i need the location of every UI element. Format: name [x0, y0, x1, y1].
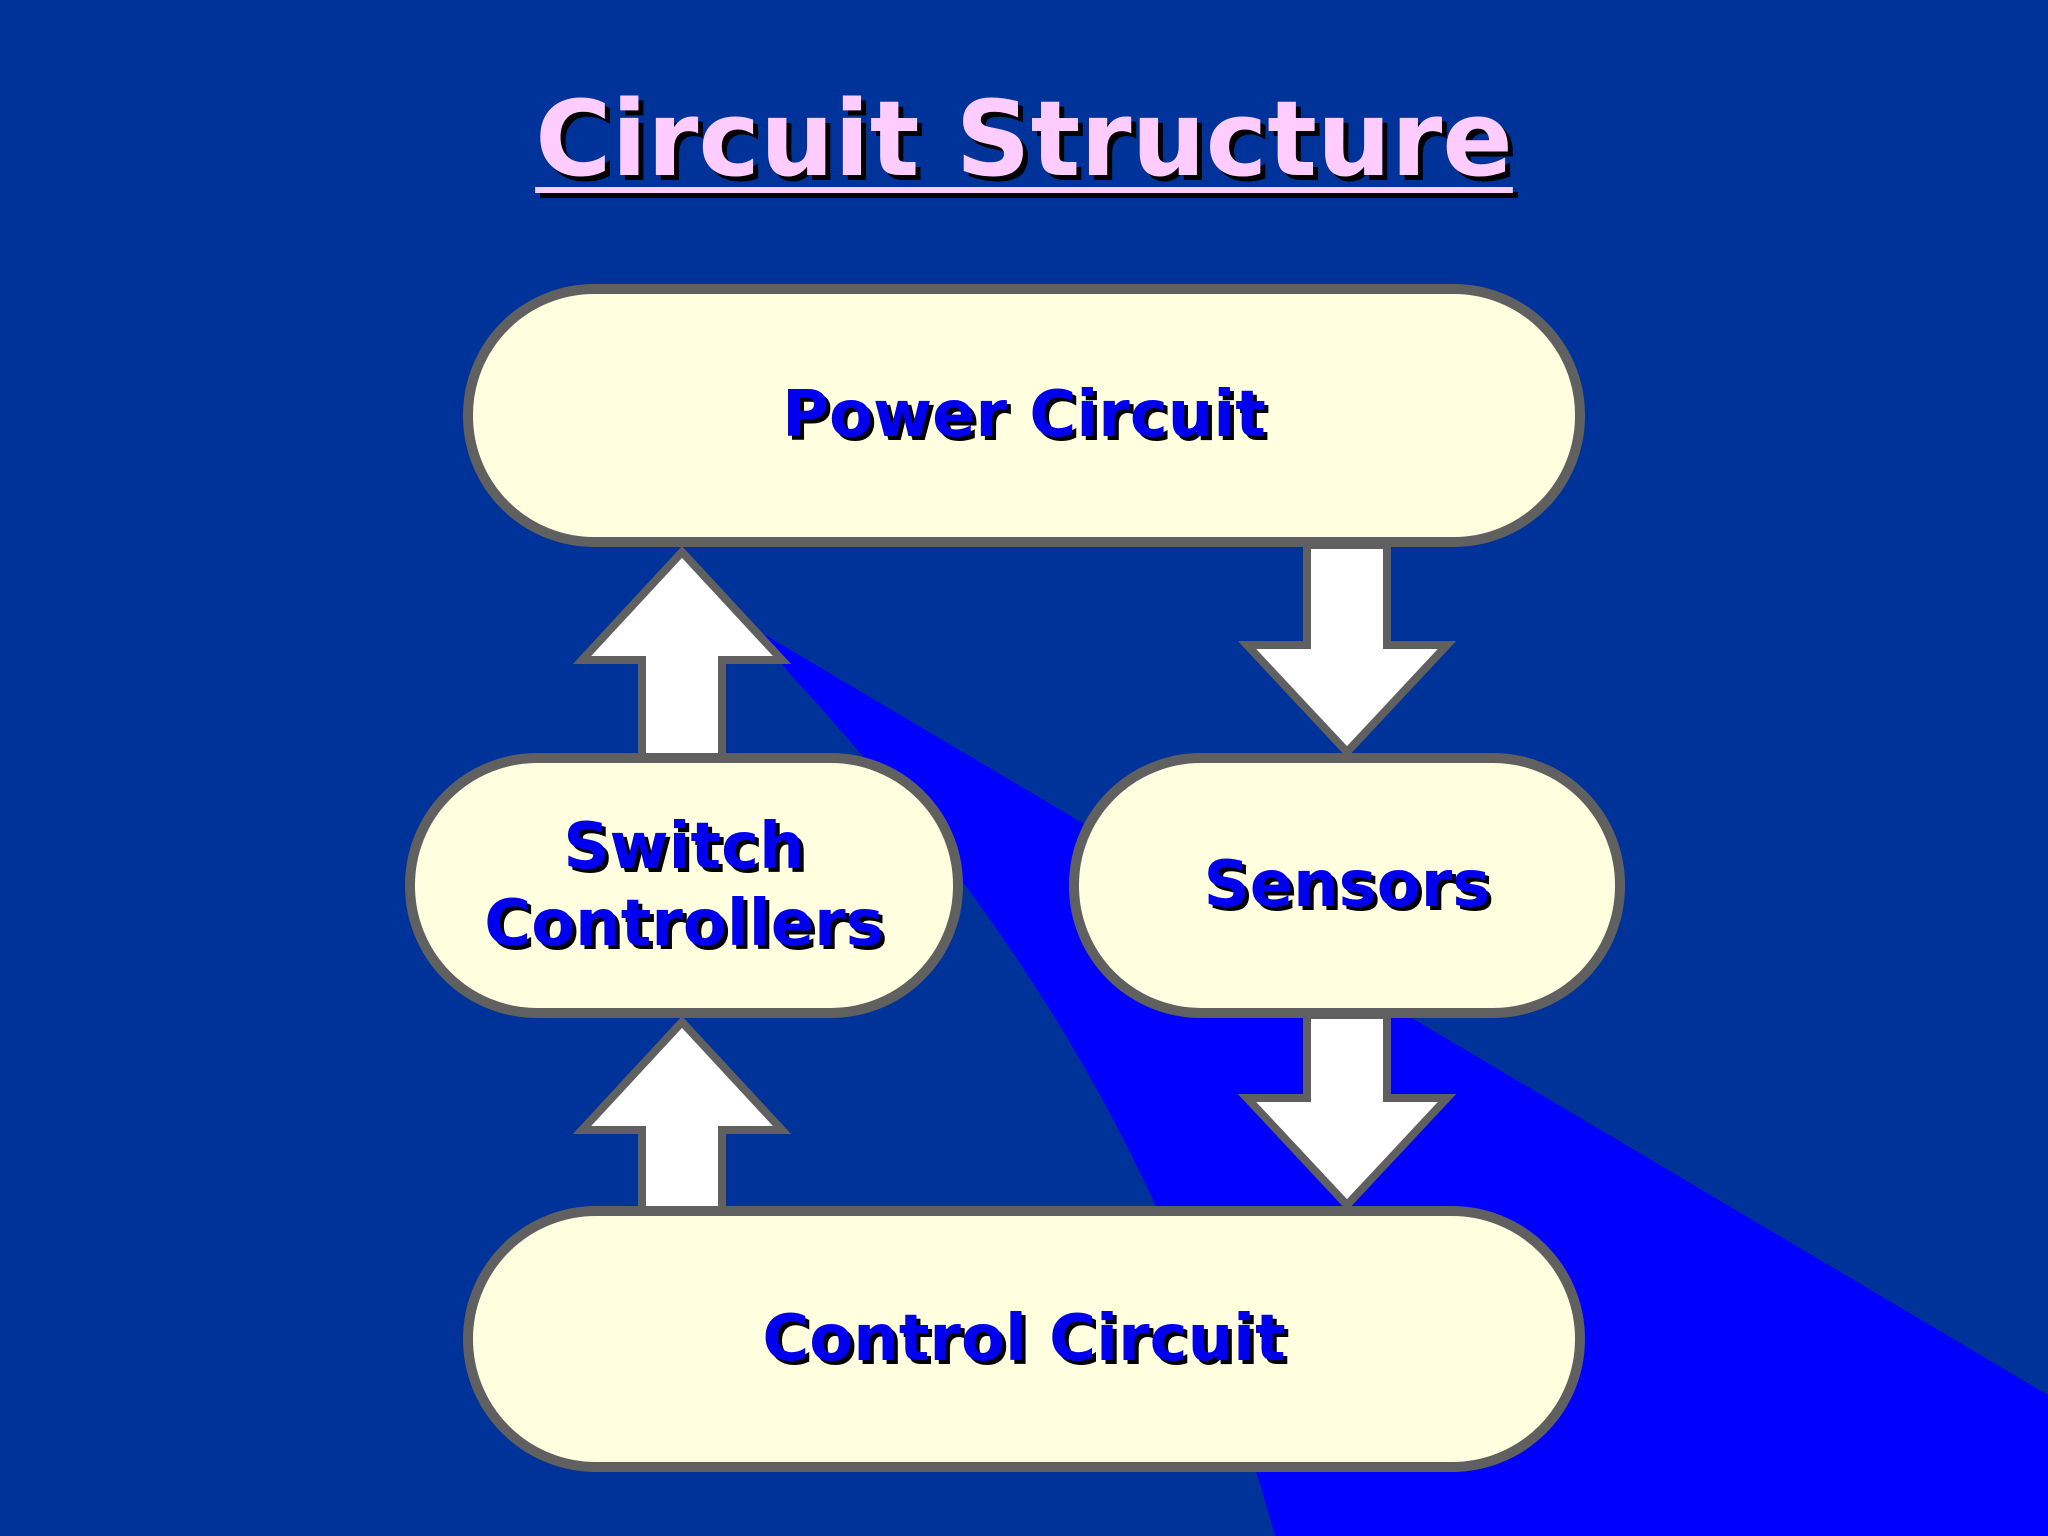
node-control-circuit — [463, 1206, 1585, 1472]
arrow-switch-to-power — [572, 546, 792, 762]
control-circuit-text: Control Circuit — [762, 1301, 1286, 1376]
switch-controllers-label: Switch Controllers — [410, 758, 958, 1013]
slide-title: Circuit Structure — [535, 78, 1513, 200]
control-circuit-label: Control Circuit — [468, 1211, 1580, 1467]
sensors-label: Sensors — [1074, 758, 1620, 1013]
accent-wedge — [740, 620, 2048, 1536]
power-circuit-text: Power Circuit — [782, 378, 1266, 453]
node-switch-controllers — [405, 753, 963, 1018]
arrow-control-to-switch — [572, 1016, 792, 1214]
node-power-circuit — [463, 284, 1585, 547]
node-sensors — [1069, 753, 1625, 1018]
sensors-text: Sensors — [1203, 848, 1491, 923]
arrow-power-to-sensors — [1237, 541, 1457, 758]
switch-controllers-text: Switch Controllers — [484, 809, 884, 961]
power-circuit-label: Power Circuit — [468, 289, 1580, 542]
arrow-sensors-to-control — [1237, 1011, 1457, 1211]
